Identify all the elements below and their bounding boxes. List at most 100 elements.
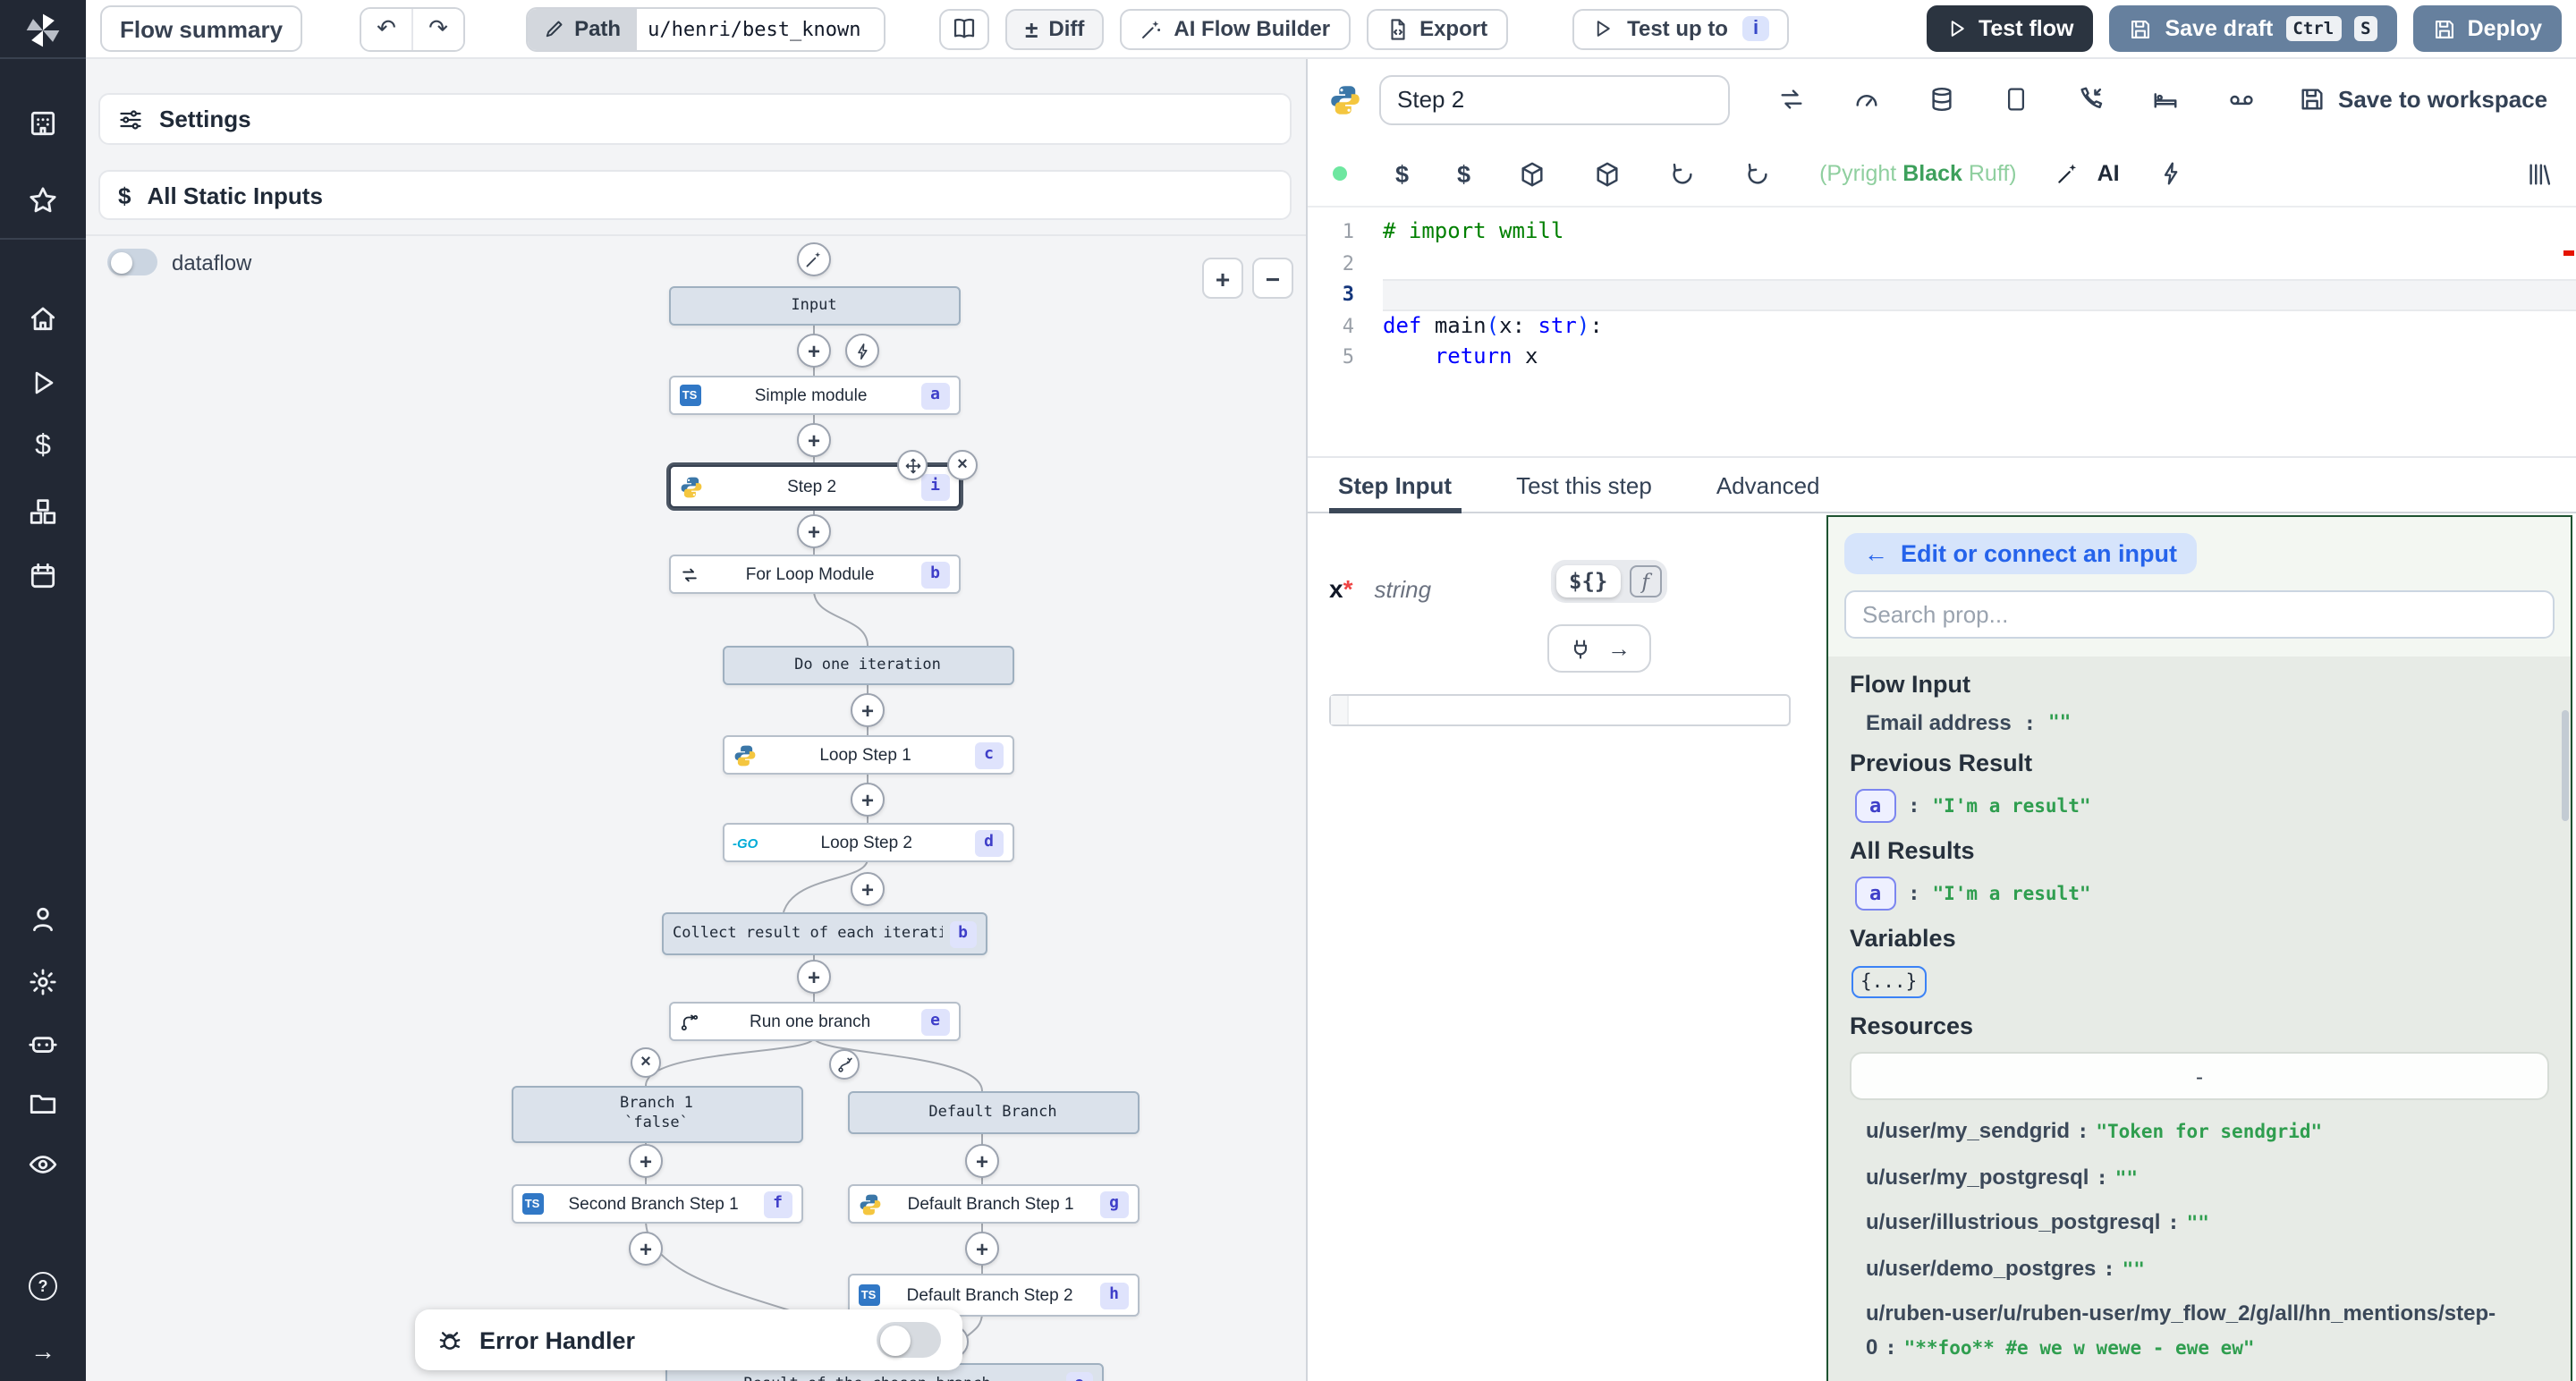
- flow-node-loop-step-1[interactable]: Loop Step 1 c: [722, 735, 1013, 775]
- package-icon[interactable]: [1519, 160, 1546, 187]
- package-icon[interactable]: [1594, 160, 1621, 187]
- step-name-input[interactable]: [1379, 74, 1730, 124]
- flow-node-default-branch-step-1[interactable]: Default Branch Step 1 g: [847, 1184, 1139, 1224]
- tab-step-input[interactable]: Step Input: [1329, 472, 1461, 513]
- trigger-bolt-button[interactable]: [845, 334, 879, 368]
- code-line[interactable]: 5 return x: [1342, 343, 1538, 369]
- variables-dollar-icon[interactable]: $: [35, 431, 51, 462]
- phone-incoming-icon[interactable]: [2077, 86, 2104, 113]
- remove-branch-button[interactable]: ×: [631, 1047, 661, 1078]
- gauge-icon[interactable]: [1853, 86, 1880, 113]
- flow-node-default-branch[interactable]: Default Branch: [847, 1091, 1139, 1134]
- folders-icon[interactable]: [28, 1089, 58, 1119]
- add-step-button[interactable]: +: [797, 514, 831, 548]
- flow-summary-button[interactable]: Flow summary: [100, 5, 303, 52]
- runs-play-icon[interactable]: [29, 369, 57, 397]
- move-step-button[interactable]: [897, 450, 928, 480]
- resource-row[interactable]: u/user/my_sendgrid:"Token for sendgrid": [1866, 1118, 2323, 1143]
- add-step-button[interactable]: +: [851, 872, 885, 906]
- ai-flow-builder-button[interactable]: AI Flow Builder: [1120, 8, 1351, 49]
- error-handler-toggle[interactable]: [877, 1322, 941, 1358]
- cache-voicemail-icon[interactable]: [2227, 86, 2256, 113]
- settings-gear-icon[interactable]: [28, 967, 58, 997]
- flow-node-input[interactable]: Input: [668, 286, 960, 326]
- prop-row[interactable]: Email address : "": [1866, 710, 2072, 735]
- resources-dollar-icon[interactable]: $: [1457, 160, 1471, 187]
- undo-button[interactable]: ↶: [361, 8, 412, 49]
- sleep-bed-icon[interactable]: [2152, 86, 2179, 113]
- add-step-button[interactable]: +: [797, 960, 831, 994]
- panel-scrollbar[interactable]: [2562, 710, 2569, 821]
- add-step-button[interactable]: +: [797, 423, 831, 457]
- workspace-building-icon[interactable]: [28, 108, 58, 139]
- help-icon[interactable]: ?: [29, 1272, 57, 1301]
- ai-edit-input-button[interactable]: [797, 242, 831, 276]
- flow-node-simple-module[interactable]: TS Simple module a: [668, 376, 960, 415]
- code-line[interactable]: 1# import wmill: [1342, 218, 1564, 243]
- connect-input-pill[interactable]: →: [1547, 624, 1651, 673]
- variables-dollar-icon[interactable]: $: [1395, 160, 1410, 187]
- workers-robot-icon[interactable]: [28, 1028, 58, 1058]
- add-step-button[interactable]: +: [797, 334, 831, 368]
- bolt-icon[interactable]: [2159, 161, 2184, 186]
- code-assistants-status[interactable]: (Pyright Black Ruff): [1819, 161, 2017, 186]
- flow-node-do-one-iteration[interactable]: Do one iteration: [722, 646, 1013, 685]
- flow-node-run-one-branch[interactable]: Run one branch e: [668, 1002, 960, 1041]
- retry-icon[interactable]: [1778, 86, 1805, 113]
- resource-row[interactable]: u/user/my_postgresql:"": [1866, 1164, 2138, 1190]
- home-icon[interactable]: [28, 303, 58, 334]
- all-static-inputs-card[interactable]: $ All Static Inputs: [98, 170, 1292, 220]
- code-line[interactable]: 2: [1342, 251, 1354, 275]
- flow-settings-card[interactable]: Settings: [98, 93, 1292, 145]
- user-person-icon[interactable]: [28, 904, 58, 935]
- concurrency-square-icon[interactable]: [2004, 86, 2029, 113]
- flow-node-branch-1[interactable]: Branch 1`false`: [511, 1086, 802, 1143]
- save-draft-button[interactable]: Save draft Ctrl S: [2109, 5, 2398, 52]
- audit-eye-icon[interactable]: [28, 1149, 58, 1180]
- resources-select[interactable]: -: [1850, 1052, 2549, 1100]
- favorites-star-icon[interactable]: [28, 185, 58, 216]
- back-to-edit-button[interactable]: ← Edit or connect an input: [1844, 533, 2197, 574]
- add-branch-button[interactable]: [829, 1049, 860, 1080]
- reload-icon[interactable]: [1744, 160, 1771, 187]
- resource-row[interactable]: u/ruben-user/u/ruben-user/my_flow_2/g/al…: [1866, 1301, 2496, 1360]
- prop-row[interactable]: a : "I'm a result": [1850, 877, 2549, 911]
- search-prop-input[interactable]: [1844, 590, 2555, 639]
- resource-row[interactable]: u/user/demo_postgres:"": [1866, 1255, 2145, 1281]
- result-id-badge[interactable]: a: [1855, 789, 1896, 823]
- library-icon[interactable]: [2526, 160, 2553, 187]
- template-mode-button[interactable]: ${}: [1556, 565, 1621, 597]
- database-icon[interactable]: [1928, 86, 1955, 113]
- tab-advanced[interactable]: Advanced: [1716, 472, 1820, 499]
- add-step-button[interactable]: +: [851, 693, 885, 727]
- save-to-workspace-button[interactable]: Save to workspace: [2299, 86, 2547, 113]
- reload-icon[interactable]: [1669, 160, 1696, 187]
- deploy-button[interactable]: Deploy: [2413, 5, 2562, 52]
- tab-test-this-step[interactable]: Test this step: [1516, 472, 1652, 499]
- resources-boxes-icon[interactable]: [28, 496, 58, 527]
- function-mode-button[interactable]: f: [1629, 565, 1662, 597]
- add-step-button[interactable]: +: [629, 1144, 663, 1178]
- delete-step-button[interactable]: ×: [947, 450, 978, 480]
- collapse-arrow-icon[interactable]: →: [30, 1336, 55, 1365]
- prop-row[interactable]: a : "I'm a result": [1850, 789, 2549, 823]
- flow-node-second-branch-step-1[interactable]: TS Second Branch Step 1 f: [511, 1184, 802, 1224]
- ai-label[interactable]: AI: [2097, 161, 2120, 186]
- ai-wand-icon[interactable]: [2056, 161, 2081, 186]
- path-input[interactable]: [637, 8, 885, 49]
- flow-node-for-loop[interactable]: For Loop Module b: [668, 555, 960, 594]
- resource-row[interactable]: u/user/illustrious_postgresql:"": [1866, 1209, 2209, 1235]
- add-step-button[interactable]: +: [965, 1232, 999, 1266]
- zoom-in-button[interactable]: +: [1202, 258, 1243, 299]
- result-id-badge[interactable]: a: [1855, 877, 1896, 911]
- dataflow-toggle[interactable]: [107, 249, 157, 275]
- code-line[interactable]: 3: [1308, 279, 2576, 310]
- redo-button[interactable]: ↷: [411, 8, 464, 49]
- add-step-button[interactable]: +: [965, 1144, 999, 1178]
- add-step-button[interactable]: +: [851, 783, 885, 817]
- export-button[interactable]: Export: [1366, 8, 1508, 49]
- test-flow-button[interactable]: Test flow: [1926, 5, 2094, 52]
- variables-badge[interactable]: {...}: [1852, 966, 1927, 998]
